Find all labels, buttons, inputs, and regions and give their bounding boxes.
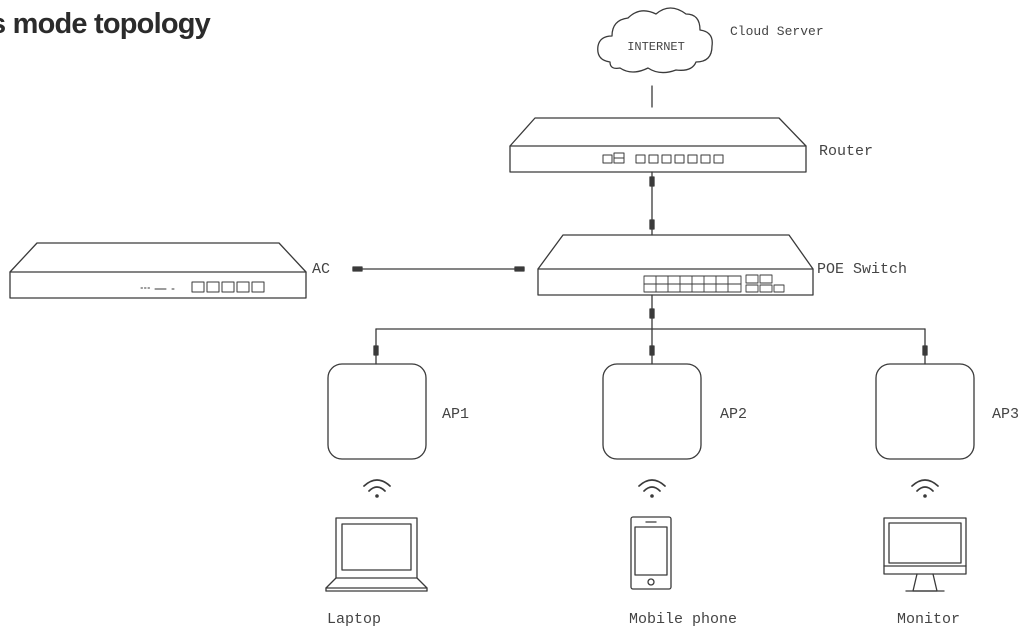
ap3-label: AP3	[992, 406, 1020, 423]
link-ac-switch	[352, 266, 525, 272]
link-switch-aps	[373, 294, 928, 365]
access-point-icon	[602, 363, 702, 460]
monitor-icon	[883, 517, 967, 592]
cloud-icon	[597, 7, 713, 74]
access-point-icon	[875, 363, 975, 460]
cloud-text: INTERNET	[627, 40, 685, 54]
phone-icon	[630, 516, 672, 590]
controller-icon	[9, 242, 307, 299]
wifi-icon	[638, 479, 666, 498]
wifi-icon	[911, 479, 939, 498]
access-point-icon	[327, 363, 427, 460]
ap1-label: AP1	[442, 406, 470, 423]
switch-icon	[537, 234, 814, 296]
link-router-switch	[649, 171, 655, 236]
wifi-icon	[363, 479, 391, 498]
poe-switch-label: POE Switch	[817, 261, 908, 278]
ac-label: AC	[312, 261, 331, 278]
cloud-caption: Cloud Server	[730, 24, 824, 39]
laptop-label: Laptop	[327, 611, 382, 628]
page-title: s mode topology	[0, 8, 211, 40]
router-icon	[509, 117, 807, 173]
monitor-label: Monitor	[897, 611, 961, 628]
phone-label: Mobile phone	[629, 611, 738, 628]
ap2-label: AP2	[720, 406, 748, 423]
router-label: Router	[819, 143, 874, 160]
laptop-icon	[325, 517, 428, 592]
